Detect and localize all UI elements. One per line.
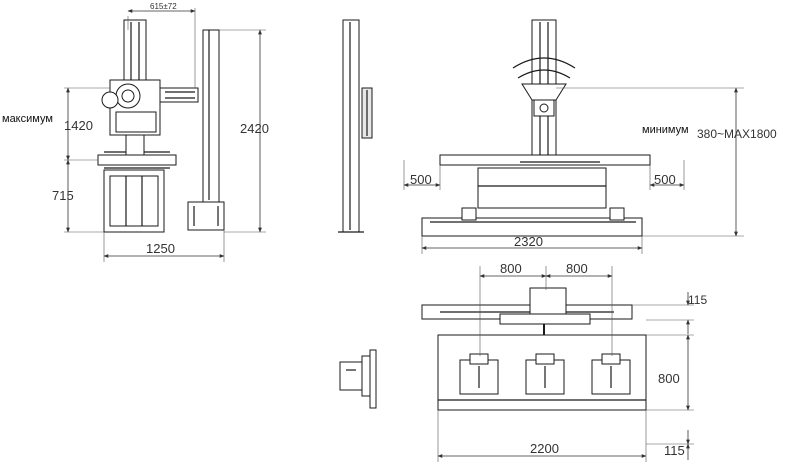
- right-pedestal: [477, 167, 607, 209]
- dim-upper: 1420: [64, 118, 93, 133]
- plan-tube-center: [525, 353, 565, 395]
- dim-front-width: 1250: [146, 241, 175, 256]
- dim-left-ext: 500: [410, 172, 432, 187]
- dim-right-width: 2320: [514, 234, 543, 249]
- front-arm: [159, 87, 199, 103]
- front-post: [202, 29, 220, 231]
- front-view: 615±72 2420 максимум 1420 715 1250: [2, 2, 269, 262]
- dim-plan-width: 2200: [530, 441, 559, 456]
- right-table: [439, 154, 651, 166]
- label-min: минимум: [642, 124, 689, 136]
- plan-tube-left: [459, 353, 499, 395]
- plan-view: 800 800 115 800 115 2200: [421, 261, 707, 462]
- dim-plan-right: 800: [566, 261, 588, 276]
- detail-view: [339, 349, 377, 409]
- label-max: максимум: [2, 113, 53, 125]
- plan-tube-right: [591, 353, 631, 395]
- side-view: [338, 19, 373, 233]
- dim-total-height: 2420: [240, 121, 269, 136]
- dim-top-label: 615±72: [150, 2, 177, 11]
- dim-plan-bottom: 115: [664, 443, 685, 458]
- right-tube-head: [521, 83, 567, 101]
- dim-plan-depth: 800: [658, 371, 680, 386]
- dim-range: 380~MAX1800: [697, 127, 777, 141]
- front-table: [97, 154, 177, 166]
- dim-plan-top: 115: [688, 293, 707, 307]
- dim-lower: 715: [52, 188, 74, 203]
- dim-right-ext: 500: [654, 172, 676, 187]
- right-view: 500 500 2320 минимум 380~MAX1800: [403, 19, 777, 254]
- dim-plan-left: 800: [500, 261, 522, 276]
- detail-block: [339, 361, 363, 391]
- side-post: [342, 19, 360, 233]
